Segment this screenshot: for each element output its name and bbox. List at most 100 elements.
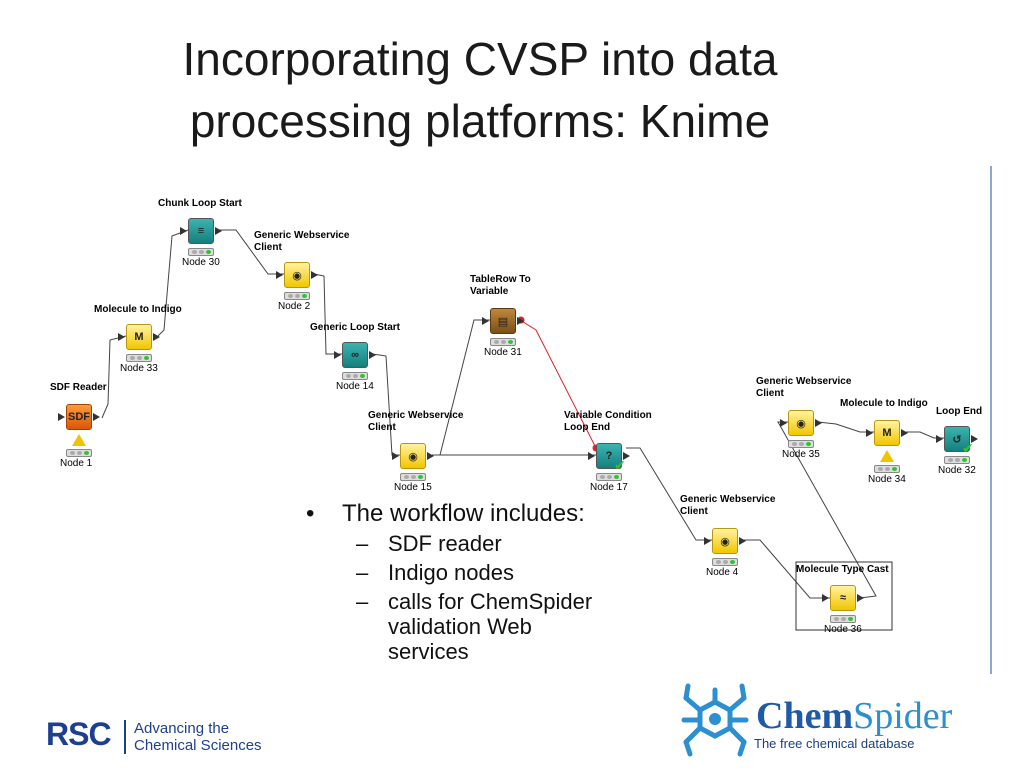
output-port-icon[interactable]: [739, 537, 746, 545]
rsc-logo-line-1: Advancing the: [134, 720, 230, 737]
node-label: Molecule to Indigo: [94, 304, 182, 315]
chemspider-spider-icon: [681, 683, 749, 757]
rsc-logo-mark: RSC: [46, 716, 112, 752]
output-port-icon[interactable]: [153, 333, 160, 341]
webservice-icon[interactable]: ◉: [788, 410, 814, 436]
input-port-icon[interactable]: [482, 317, 489, 325]
warning-icon: [72, 434, 86, 446]
input-port-icon[interactable]: [780, 419, 787, 427]
input-port-icon[interactable]: [118, 333, 125, 341]
node-status-lights: [284, 292, 310, 300]
rsc-logo-text: Advancing the Chemical Sciences: [134, 720, 262, 754]
output-port-icon[interactable]: [815, 419, 822, 427]
loop-start-icon[interactable]: ≡: [188, 218, 214, 244]
node-label: Generic Loop Start: [310, 322, 401, 333]
node-id: Node 32: [938, 465, 976, 476]
connection-1-33: [101, 335, 127, 419]
node-label: Molecule Type Cast: [796, 564, 889, 575]
input-port-icon[interactable]: [334, 351, 341, 359]
input-port-icon[interactable]: [822, 594, 829, 602]
webservice-icon[interactable]: ◉: [400, 443, 426, 469]
output-port-icon[interactable]: [857, 594, 864, 602]
type-cast-icon[interactable]: ≈: [830, 585, 856, 611]
type-cast-metanode-frame: [795, 561, 893, 631]
slide-title-line-1: Incorporating CVSP into data: [182, 33, 778, 85]
input-port-icon[interactable]: [58, 413, 65, 421]
rsc-logo-line-2: Chemical Sciences: [134, 737, 262, 754]
webservice-icon[interactable]: ◉: [712, 528, 738, 554]
sdf-reader-icon[interactable]: SDF: [66, 404, 92, 430]
bullet-main: The workflow includes:: [302, 500, 602, 527]
node-glyph: ?: [605, 450, 613, 462]
output-port-icon[interactable]: [901, 429, 908, 437]
node-label: TableRow To Variable: [470, 274, 531, 297]
divider-line: [990, 166, 992, 674]
node-label: Variable Condition Loop End: [564, 410, 652, 433]
warning-icon: [880, 450, 894, 462]
input-port-icon[interactable]: [180, 227, 187, 235]
node-id: Node 15: [394, 482, 432, 493]
input-port-icon[interactable]: [276, 271, 283, 279]
node-glyph: ◉: [292, 269, 302, 282]
node-glyph: M: [134, 331, 144, 343]
rsc-logo-divider: [124, 720, 126, 754]
output-port-icon[interactable]: [311, 271, 318, 279]
node-id: Node 17: [590, 482, 628, 493]
node-label: Generic Webservice Client: [756, 376, 852, 399]
node-label: SDF Reader: [50, 382, 107, 393]
node-label: Molecule to Indigo: [840, 398, 928, 409]
output-port-icon[interactable]: [623, 452, 630, 460]
loop-end-icon[interactable]: ?: [596, 443, 622, 469]
connection-33-30: [157, 229, 189, 337]
loop-start-icon[interactable]: ∞: [342, 342, 368, 368]
node-glyph: ◉: [796, 417, 806, 430]
node-status-lights: [490, 338, 516, 346]
variable-icon[interactable]: ▤: [490, 308, 516, 334]
node-label: Loop End: [936, 406, 983, 417]
chemspider-wordmark-part-1: Chem: [756, 695, 854, 737]
output-port-icon[interactable]: [215, 227, 222, 235]
input-port-icon[interactable]: [588, 452, 595, 460]
chemspider-wordmark: ChemSpider: [756, 694, 952, 738]
node-glyph: ≈: [839, 592, 847, 604]
node-id: Node 1: [60, 458, 93, 469]
node-status-lights: [66, 449, 92, 457]
node-status-lights: [788, 440, 814, 448]
node-status-lights: [188, 248, 214, 256]
node-status-lights: [126, 354, 152, 362]
node-status-lights: [944, 456, 970, 464]
bullet-list: The workflow includes: SDF reader Indigo…: [302, 500, 602, 664]
chemspider-logo: ChemSpider The free chemical database: [680, 680, 980, 760]
node-id: Node 30: [182, 257, 220, 268]
chemspider-tagline: The free chemical database: [754, 736, 915, 751]
node-label: Generic Webservice Client: [368, 410, 464, 433]
indigo-icon[interactable]: M: [126, 324, 152, 350]
node-glyph: ◉: [408, 450, 418, 463]
input-port-icon[interactable]: [866, 429, 873, 437]
node-status-lights: [400, 473, 426, 481]
indigo-icon[interactable]: M: [874, 420, 900, 446]
input-port-icon[interactable]: [704, 537, 711, 545]
node-glyph: SDF: [68, 411, 90, 423]
output-port-icon[interactable]: [517, 317, 524, 325]
node-glyph: ↺: [952, 433, 962, 446]
node-status-lights: [596, 473, 622, 481]
node-status-lights: [874, 465, 900, 473]
output-port-icon[interactable]: [93, 413, 100, 421]
executed-check-icon: ✔: [962, 440, 974, 456]
connection-15-31: [432, 319, 490, 456]
webservice-icon[interactable]: ◉: [284, 262, 310, 288]
loop-end-icon[interactable]: ↺: [944, 426, 970, 452]
node-id: Node 4: [706, 567, 739, 578]
node-glyph: ≡: [197, 225, 205, 237]
node-label: Chunk Loop Start: [158, 198, 242, 209]
node-id: Node 36: [824, 624, 862, 635]
node-id: Node 31: [484, 347, 522, 358]
input-port-icon[interactable]: [392, 452, 399, 460]
output-port-icon[interactable]: [971, 435, 978, 443]
output-port-icon[interactable]: [427, 452, 434, 460]
output-port-icon[interactable]: [369, 351, 376, 359]
input-port-icon[interactable]: [936, 435, 943, 443]
bullet-sub-2: Indigo nodes: [302, 560, 602, 585]
connection-14-15: [371, 353, 400, 456]
